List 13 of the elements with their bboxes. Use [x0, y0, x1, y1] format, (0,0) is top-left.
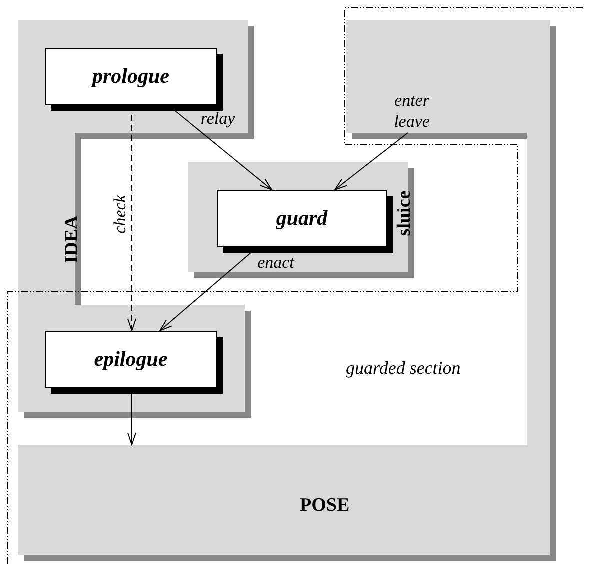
- box-label: prologue: [92, 66, 170, 87]
- edge-label: enter leave: [393, 90, 431, 132]
- arrow: [334, 132, 408, 190]
- region-label: sluice: [395, 190, 414, 236]
- edge-label: check: [110, 194, 130, 236]
- region-label: POSE: [300, 496, 350, 515]
- region-label: IDEA: [62, 216, 82, 264]
- box-label: guard: [276, 208, 328, 229]
- idea-region: [18, 20, 254, 418]
- box-label: epilogue: [94, 349, 168, 370]
- section-label: guarded section: [346, 359, 461, 377]
- edge-label: relay: [200, 108, 236, 129]
- edge-label: enact: [256, 252, 296, 273]
